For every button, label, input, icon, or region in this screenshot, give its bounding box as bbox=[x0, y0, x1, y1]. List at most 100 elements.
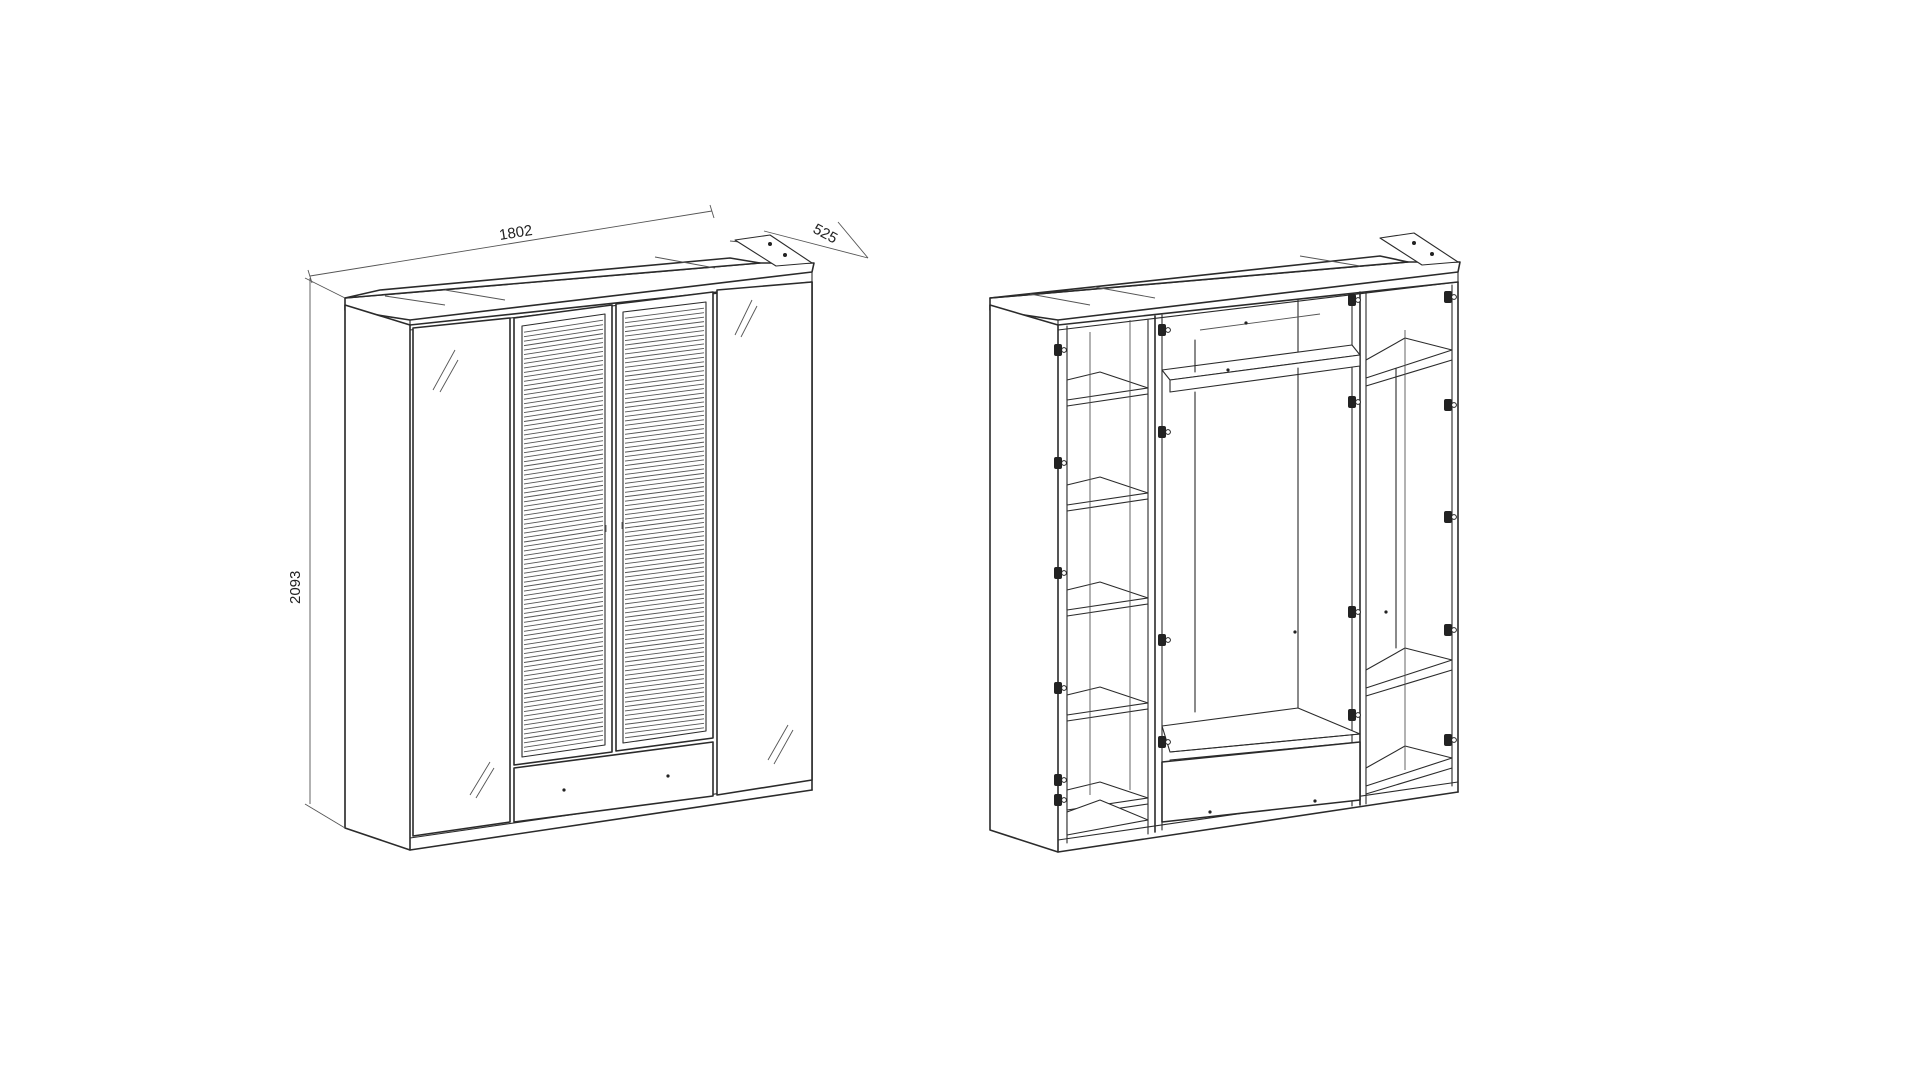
louver-slat bbox=[523, 525, 604, 538]
louver-slat bbox=[523, 475, 604, 489]
hinge-cup-icon bbox=[1061, 570, 1067, 576]
louver-slat bbox=[624, 629, 705, 641]
hinge-cup-icon bbox=[1061, 777, 1067, 783]
louver-slat bbox=[624, 383, 705, 395]
louver-slat bbox=[624, 477, 705, 489]
louver-slat bbox=[523, 636, 604, 650]
louver-slat bbox=[624, 410, 705, 422]
hinge-cup-icon bbox=[1165, 739, 1171, 745]
louver-slat bbox=[624, 490, 705, 502]
shelf bbox=[1066, 476, 1149, 506]
mirror-door-right bbox=[716, 281, 813, 796]
hinge-cup-icon bbox=[1355, 609, 1361, 615]
left-compartment bbox=[1066, 314, 1163, 836]
hinge-cup-icon bbox=[1165, 327, 1171, 333]
louver-slat bbox=[624, 370, 705, 382]
louver-slat bbox=[624, 481, 705, 493]
louver-slat bbox=[523, 685, 604, 699]
louver-slat bbox=[523, 556, 604, 570]
hinge-cup-icon bbox=[1451, 514, 1457, 520]
hinge-icon bbox=[1158, 634, 1166, 646]
louver-slat bbox=[624, 392, 705, 404]
louver-slat bbox=[523, 351, 604, 364]
louver-slat bbox=[624, 419, 705, 431]
louver-slat bbox=[624, 548, 705, 560]
louver-slat bbox=[624, 522, 705, 533]
louver-slat bbox=[624, 597, 705, 609]
louver-slat bbox=[523, 717, 604, 730]
louver-slat bbox=[624, 539, 705, 551]
louver-slat bbox=[624, 379, 705, 391]
dimension-height: 2093 bbox=[287, 277, 346, 829]
louver-slat bbox=[523, 342, 604, 355]
louver-slat bbox=[624, 423, 705, 435]
louver-slat bbox=[523, 489, 604, 503]
louver-slat bbox=[523, 672, 604, 686]
louver-slat bbox=[624, 593, 705, 605]
louver-slat bbox=[523, 627, 604, 641]
louver-slat bbox=[523, 592, 604, 605]
louver-slat bbox=[523, 574, 604, 588]
hinge-icon bbox=[1054, 774, 1062, 786]
louver-slat bbox=[523, 377, 604, 391]
louver-slat bbox=[523, 725, 604, 739]
louver-slat bbox=[523, 364, 604, 378]
width-dimension-label: 1802 bbox=[498, 222, 534, 244]
louver-slat bbox=[624, 660, 705, 672]
louver-slat bbox=[523, 516, 604, 530]
hinge-icon bbox=[1444, 511, 1452, 523]
shelf bbox=[1066, 781, 1149, 811]
hinge-icon bbox=[1348, 396, 1356, 408]
louver-slat bbox=[624, 365, 705, 377]
top-panel-open bbox=[989, 232, 1461, 331]
louver-slat bbox=[523, 426, 604, 440]
hinge-icon bbox=[1348, 709, 1356, 721]
louver-slat bbox=[624, 339, 705, 350]
shelf-edge bbox=[1066, 603, 1149, 617]
louver-slat bbox=[624, 513, 705, 524]
louver-slat bbox=[624, 530, 705, 542]
louver-slat bbox=[523, 730, 604, 744]
hinge-cup-icon bbox=[1355, 399, 1361, 405]
hinge-cup-icon bbox=[1451, 294, 1457, 300]
louver-slat bbox=[523, 400, 604, 414]
louver-slat bbox=[523, 583, 604, 597]
open-wardrobe-view bbox=[989, 232, 1461, 853]
louver-slat bbox=[523, 440, 604, 454]
hinge-icon bbox=[1158, 736, 1166, 748]
hinge-icon bbox=[1054, 567, 1062, 579]
louver-slat bbox=[624, 588, 705, 600]
louver-slat bbox=[523, 462, 604, 476]
louver-slat bbox=[523, 614, 604, 628]
shelf-edge bbox=[1066, 498, 1149, 512]
louver-slat bbox=[523, 391, 604, 405]
louver-slat bbox=[624, 535, 705, 547]
louver-slat bbox=[624, 316, 705, 328]
louver-slat bbox=[523, 618, 604, 632]
carcass-open bbox=[989, 281, 1459, 853]
louver-slat bbox=[624, 602, 705, 614]
shelf bbox=[1066, 581, 1149, 611]
louver-slat bbox=[624, 562, 705, 574]
louver-slat bbox=[523, 337, 604, 351]
louver-slat bbox=[523, 449, 604, 463]
hinge-icon bbox=[1348, 294, 1356, 306]
louver-slat bbox=[523, 417, 604, 431]
hinge-cup-icon bbox=[1165, 429, 1171, 435]
louver-slat bbox=[624, 432, 705, 444]
hinge-cup-icon bbox=[1061, 797, 1067, 803]
louver-slat bbox=[624, 526, 705, 538]
louver-slat bbox=[523, 667, 604, 681]
louver-slat bbox=[624, 700, 705, 712]
louver-slat bbox=[624, 664, 705, 676]
louver-slat bbox=[523, 578, 604, 592]
shelf-edge bbox=[1365, 359, 1453, 387]
hinge-icon bbox=[1054, 794, 1062, 806]
louver-slat bbox=[523, 373, 604, 387]
louver-slat bbox=[624, 696, 705, 707]
louver-slat bbox=[523, 493, 604, 507]
louver-slat bbox=[523, 538, 604, 552]
louver-slat bbox=[624, 321, 705, 333]
hinge-cup-icon bbox=[1451, 627, 1457, 633]
louver-slat bbox=[523, 569, 604, 583]
